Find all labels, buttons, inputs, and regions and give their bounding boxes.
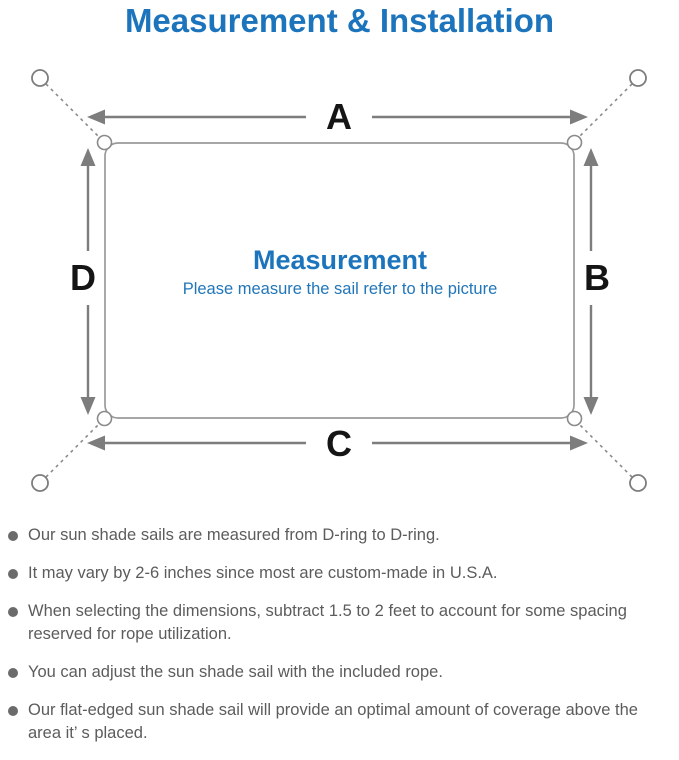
dimension-arrow-b	[583, 148, 599, 415]
dimension-arrow-a	[87, 109, 588, 125]
measurement-diagram: A C D B Measurement Please measure the s…	[0, 55, 679, 520]
note-text: It may vary by 2-6 inches since most are…	[28, 564, 498, 582]
dimension-label-c: C	[326, 423, 352, 464]
list-item: Our sun shade sails are measured from D-…	[8, 524, 672, 547]
bullet-icon	[8, 569, 18, 579]
note-text: Our sun shade sails are measured from D-…	[28, 526, 440, 544]
list-item: It may vary by 2-6 inches since most are…	[8, 562, 672, 585]
note-text: When selecting the dimensions, subtract …	[28, 602, 627, 643]
dimension-arrow-d	[80, 148, 96, 415]
tether-line-top-left	[45, 83, 101, 139]
d-ring-icon-top-right	[566, 134, 583, 151]
bullet-icon	[8, 706, 18, 716]
bullet-icon	[8, 607, 18, 617]
d-ring-icon-top-left	[96, 134, 113, 151]
diagram-center-title: Measurement	[253, 245, 427, 275]
bullet-icon	[8, 531, 18, 541]
d-ring-icon-bottom-left	[96, 410, 113, 427]
anchor-ring-icon-top-right	[629, 69, 647, 87]
tether-line-bottom-left	[45, 422, 101, 478]
d-ring-icon-bottom-right	[566, 410, 583, 427]
page-title: Measurement & Installation	[124, 2, 555, 39]
dimension-label-b: B	[584, 257, 610, 298]
dimension-label-d: D	[70, 257, 96, 298]
tether-line-top-right	[577, 83, 633, 139]
diagram-center-subtitle: Please measure the sail refer to the pic…	[183, 280, 498, 298]
note-text: You can adjust the sun shade sail with t…	[28, 663, 443, 681]
anchor-ring-icon-bottom-left	[31, 474, 49, 492]
anchor-ring-icon-bottom-right	[629, 474, 647, 492]
anchor-ring-icon-top-left	[31, 69, 49, 87]
notes-list: Our sun shade sails are measured from D-…	[8, 524, 672, 760]
tether-line-bottom-right	[577, 422, 633, 478]
list-item: When selecting the dimensions, subtract …	[8, 600, 672, 646]
dimension-label-a: A	[326, 96, 352, 137]
dimension-arrow-c	[87, 435, 588, 451]
bullet-icon	[8, 668, 18, 678]
sail-outline	[104, 142, 575, 419]
list-item: You can adjust the sun shade sail with t…	[8, 661, 672, 684]
sail-measurement-diagram: A C D B Measurement Please measure the s…	[31, 69, 647, 492]
list-item: Our flat-edged sun shade sail will provi…	[8, 699, 672, 745]
note-text: Our flat-edged sun shade sail will provi…	[28, 701, 638, 742]
